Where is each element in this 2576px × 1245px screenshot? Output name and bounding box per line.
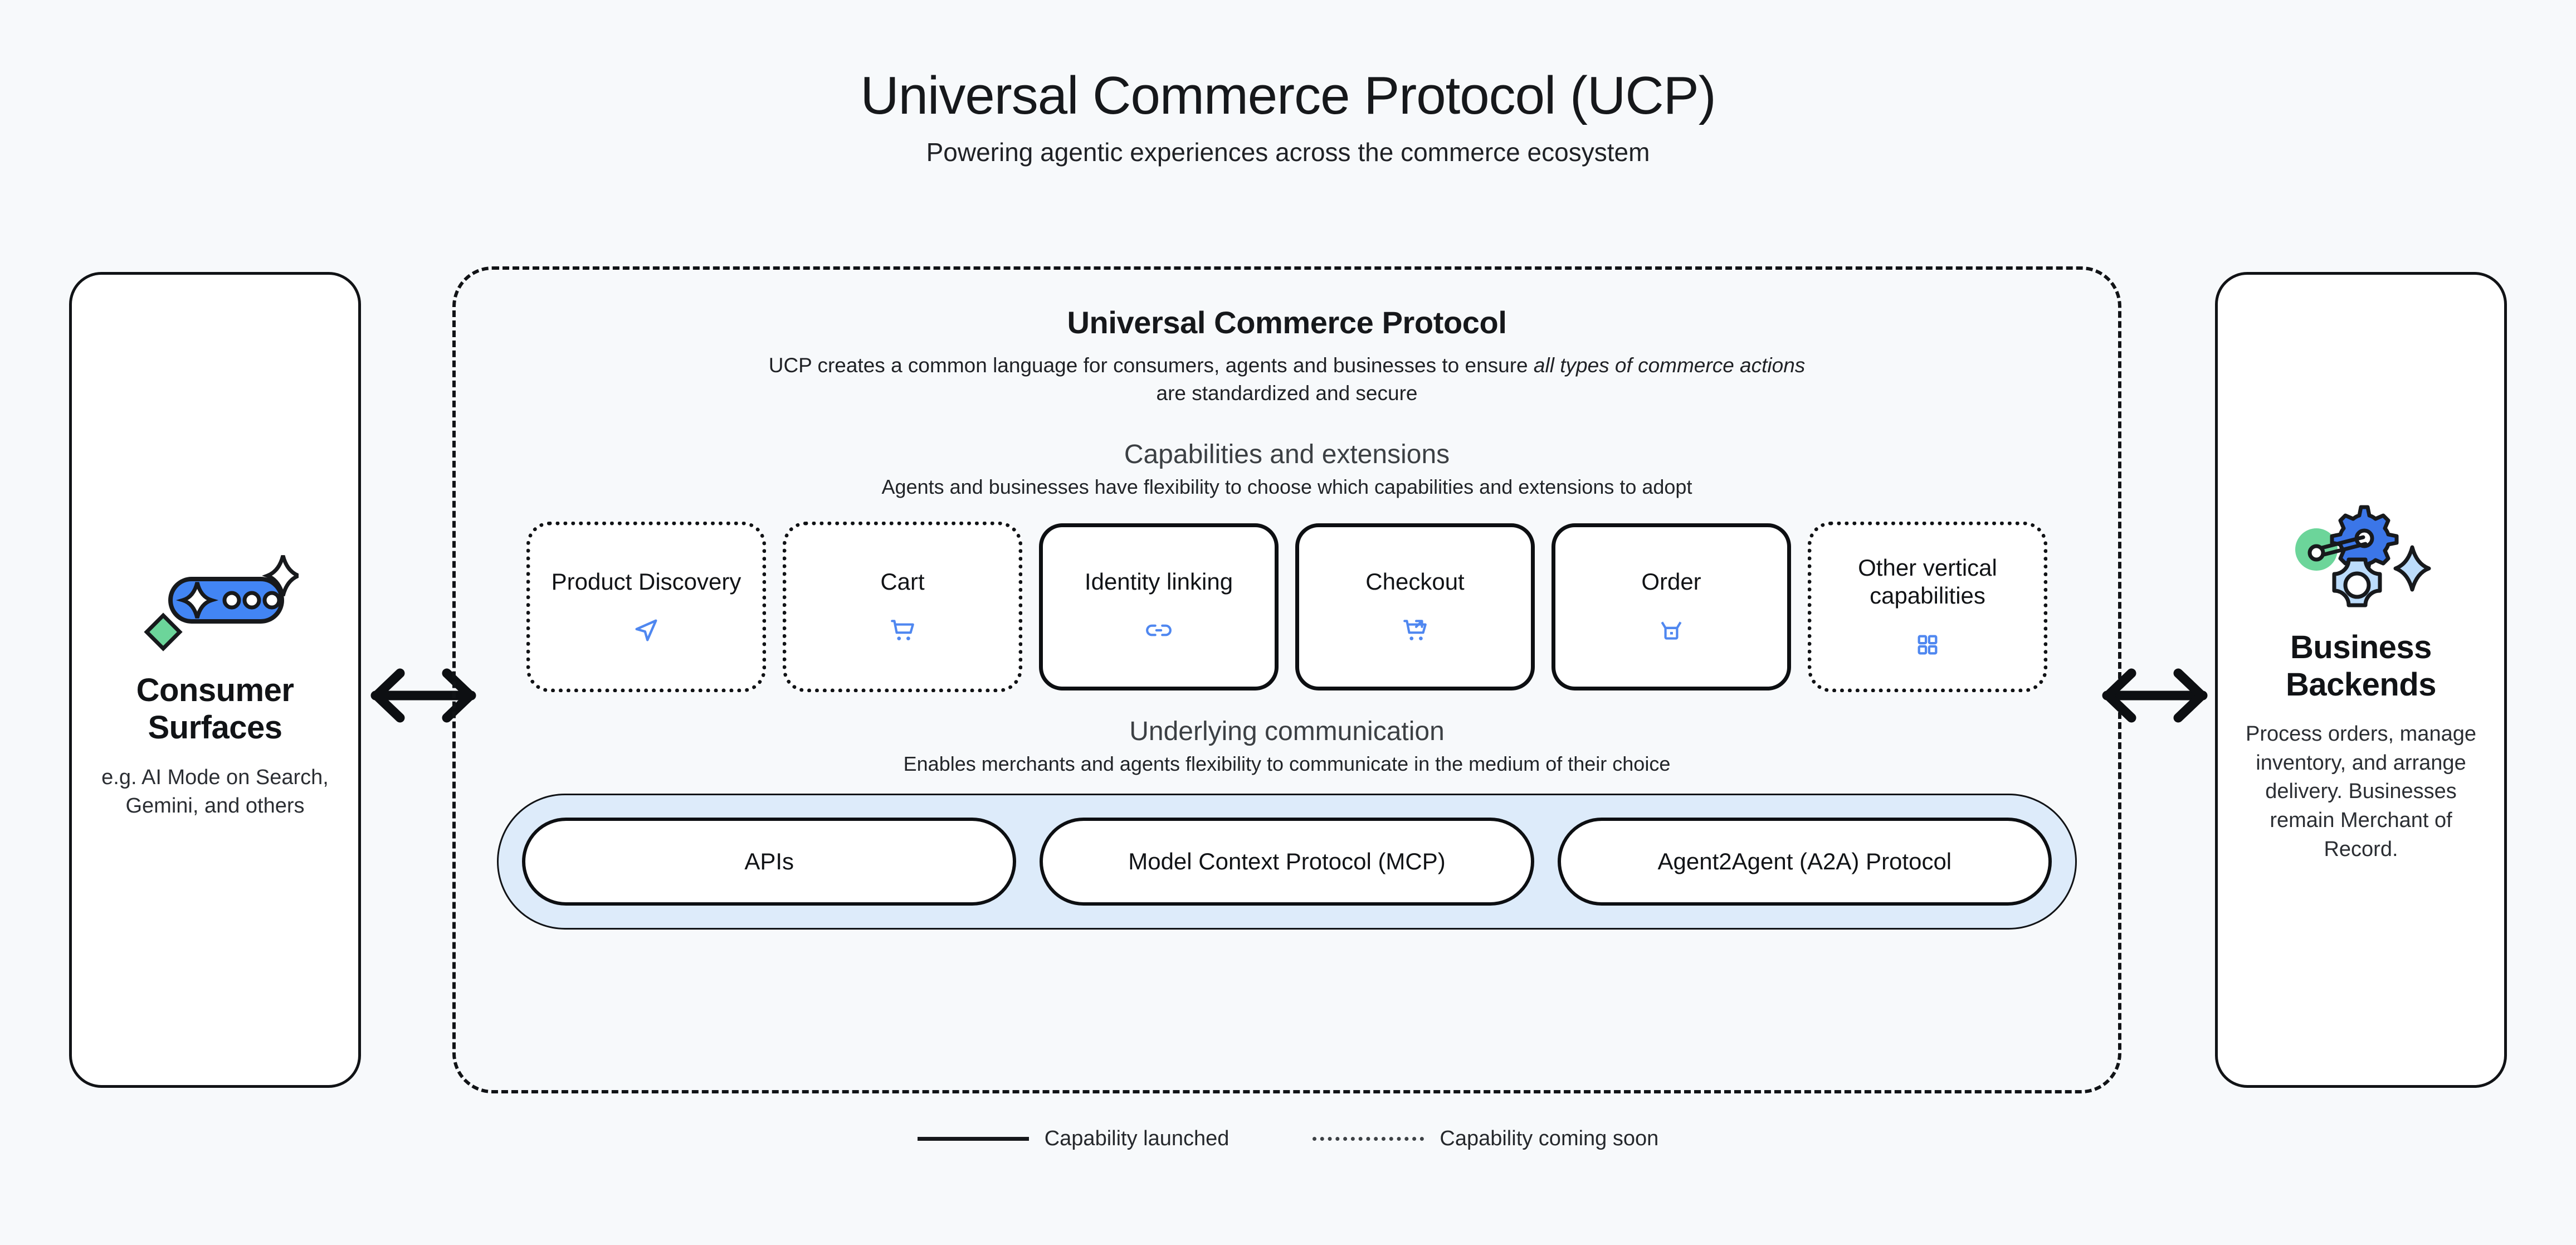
capability-cards: Product Discovery Cart bbox=[456, 518, 2118, 696]
business-backends-panel[interactable]: Business Backends Process orders, manage… bbox=[2215, 272, 2507, 1088]
consumer-surfaces-description: e.g. AI Mode on Search, Gemini, and othe… bbox=[101, 765, 329, 818]
ucp-container: Universal Commerce Protocol UCP creates … bbox=[452, 266, 2121, 1093]
capability-card-product-discovery[interactable]: Product Discovery bbox=[526, 522, 766, 693]
protocol-pill-mcp[interactable]: Model Context Protocol (MCP) bbox=[1040, 818, 1534, 906]
legend-dotted-line-icon bbox=[1313, 1137, 1424, 1141]
legend-label: Capability coming soon bbox=[1440, 1127, 1659, 1150]
communication-section: Underlying communication Enables merchan… bbox=[456, 716, 2118, 930]
ucp-title: Universal Commerce Protocol bbox=[1067, 305, 1507, 340]
capability-card-other-vertical[interactable]: Other vertical capabilities bbox=[1808, 522, 2047, 693]
ucp-description-post: are standardized and secure bbox=[1156, 381, 1418, 405]
shopping-cart-icon bbox=[889, 615, 916, 646]
capability-card-cart[interactable]: Cart bbox=[783, 522, 1022, 693]
capability-label: Other vertical capabilities bbox=[1858, 554, 1997, 609]
business-backends-description: Process orders, manage inventory, and ar… bbox=[2246, 722, 2476, 861]
legend-item-coming-soon: Capability coming soon bbox=[1313, 1127, 1658, 1151]
ucp-description: UCP creates a common language for consum… bbox=[758, 352, 1816, 407]
navigation-arrow-icon bbox=[632, 615, 661, 646]
link-chain-icon bbox=[1145, 615, 1173, 646]
cart-checkout-icon bbox=[1401, 615, 1429, 646]
capabilities-subtitle: Agents and businesses have flexibility t… bbox=[881, 475, 1692, 499]
grid-four-squares-icon bbox=[1915, 629, 1940, 660]
protocol-pill-apis[interactable]: APIs bbox=[522, 818, 1017, 906]
protocol-band: APIs Model Context Protocol (MCP) Agent2… bbox=[497, 794, 2077, 930]
package-box-icon bbox=[1657, 615, 1685, 646]
diagram-stage: Consumer Surfaces e.g. AI Mode on Search… bbox=[0, 266, 2576, 1102]
capabilities-title: Capabilities and extensions bbox=[1124, 440, 1450, 470]
protocol-pill-a2a[interactable]: Agent2Agent (A2A) Protocol bbox=[1557, 818, 2052, 906]
ucp-description-emphasis: all types of commerce actions bbox=[1533, 354, 1806, 377]
capability-label: Checkout bbox=[1365, 568, 1465, 595]
capability-label: Identity linking bbox=[1084, 568, 1233, 595]
page-header: Universal Commerce Protocol (UCP) Poweri… bbox=[0, 66, 2576, 167]
communication-subtitle: Enables merchants and agents flexibility… bbox=[903, 752, 1671, 776]
page-title: Universal Commerce Protocol (UCP) bbox=[860, 66, 1716, 125]
capability-label: Order bbox=[1641, 568, 1701, 595]
ucp-description-pre: UCP creates a common language for consum… bbox=[768, 354, 1534, 377]
ai-chat-bubble-sparkle-icon bbox=[131, 539, 299, 656]
business-backends-title: Business Backends bbox=[2285, 629, 2437, 703]
consumer-surfaces-panel[interactable]: Consumer Surfaces e.g. AI Mode on Search… bbox=[69, 272, 361, 1088]
legend-item-launched: Capability launched bbox=[917, 1127, 1230, 1151]
capabilities-section-header: Capabilities and extensions Agents and b… bbox=[456, 439, 2118, 499]
legend: Capability launched Capability coming so… bbox=[0, 1127, 2576, 1151]
capability-card-identity-linking[interactable]: Identity linking bbox=[1039, 523, 1279, 691]
capability-card-checkout[interactable]: Checkout bbox=[1295, 523, 1535, 691]
page-subtitle: Powering agentic experiences across the … bbox=[926, 137, 1650, 167]
communication-title: Underlying communication bbox=[1129, 717, 1445, 747]
ucp-to-business-arrow-icon bbox=[2099, 662, 2211, 729]
communication-section-header: Underlying communication Enables merchan… bbox=[456, 716, 2118, 776]
legend-solid-line-icon bbox=[917, 1137, 1029, 1141]
gears-cog-sparkle-icon bbox=[2277, 496, 2445, 613]
capability-label: Cart bbox=[880, 568, 925, 595]
capability-label: Product Discovery bbox=[551, 568, 741, 595]
legend-label: Capability launched bbox=[1044, 1127, 1230, 1150]
consumer-surfaces-title: Consumer Surfaces bbox=[136, 672, 294, 746]
capability-card-order[interactable]: Order bbox=[1552, 523, 1791, 691]
